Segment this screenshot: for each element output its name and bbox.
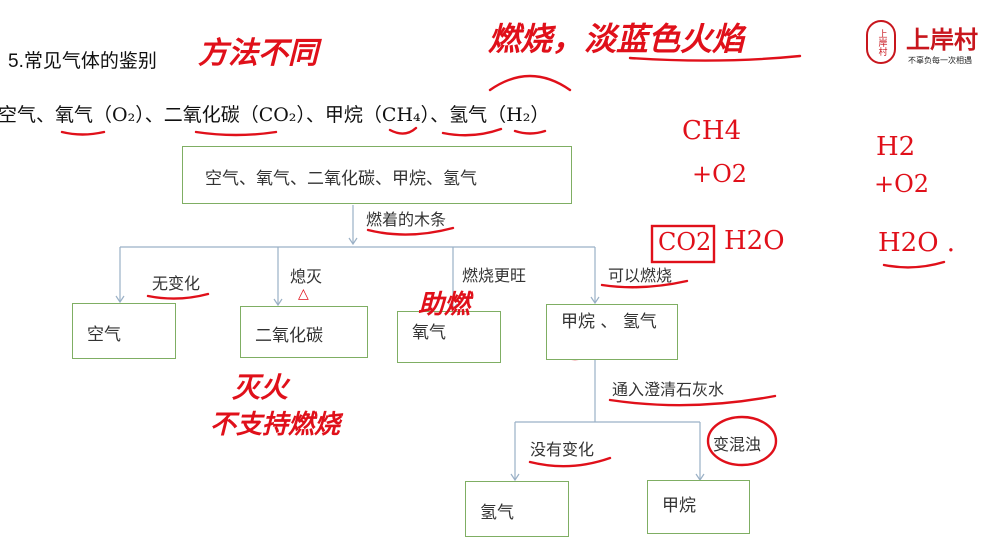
section-title: 5.常见气体的鉴别 <box>8 51 157 72</box>
logo-brand: 上岸村 <box>906 26 978 54</box>
result-label-ch4-h2: 甲烷 、 氢气 <box>561 312 657 332</box>
note-h2o: H2O <box>724 226 785 256</box>
logo-seal: 上岸村 <box>866 20 896 64</box>
branch-label-burn: 可以燃烧 <box>608 266 673 285</box>
result-box-ch4-h2: 甲烷 、 氢气 <box>546 304 678 360</box>
result-box-air: 空气 <box>72 303 176 359</box>
logo-seal-text: 上岸村 <box>876 28 887 56</box>
result-box-h2: 氢气 <box>465 481 569 537</box>
branch-label-co2: 熄灭 <box>290 267 323 286</box>
note-co2: CO2 <box>658 228 712 256</box>
result-label-h2: 氢气 <box>480 503 514 523</box>
note-no-combustion: 不支持燃烧 <box>210 410 341 440</box>
note-h2-product: H2O . <box>878 228 956 258</box>
note-support-combustion: 助燃 <box>418 290 471 320</box>
note-h2-plus-o2: +O2 <box>874 170 930 198</box>
result-label-o2: 氧气 <box>412 323 446 343</box>
logo-slogan: 不辜负每一次相遇 <box>908 56 972 65</box>
gases-list: 空气、氧气（O₂）、二氧化碳（CO₂）、甲烷（CH₄）、氢气（H₂） <box>0 104 550 126</box>
note-extinguish: 灭火 <box>232 371 289 404</box>
result-box-o2: 氧气 <box>397 311 501 363</box>
result-box-ch4: 甲烷 <box>647 480 750 534</box>
test1-label: 燃着的木条 <box>366 210 447 229</box>
branch-label-cloudy: 变混浊 <box>713 435 762 454</box>
note-ch4: CH4 <box>682 116 742 146</box>
root-label: 空气、氧气、二氧化碳、甲烷、氢气 <box>205 169 477 189</box>
note-ch4-plus-o2: +O2 <box>692 160 748 188</box>
result-label-co2: 二氧化碳 <box>255 326 323 346</box>
root-box: 空气、氧气、二氧化碳、甲烷、氢气 <box>182 146 572 204</box>
note-method: 方法不同 <box>198 36 318 71</box>
branch-label-nochange: 没有变化 <box>530 440 595 459</box>
result-label-air: 空气 <box>87 325 121 345</box>
branch-label-air: 无变化 <box>152 274 201 293</box>
result-box-co2: 二氧化碳 <box>240 306 368 358</box>
note-triangle-mark: △ <box>298 286 309 302</box>
note-flame: 燃烧，淡蓝色火焰 <box>488 20 745 58</box>
note-h2: H2 <box>876 132 916 162</box>
result-label-ch4: 甲烷 <box>662 496 696 516</box>
test2-label: 通入澄清石灰水 <box>612 380 725 399</box>
branch-label-o2: 燃烧更旺 <box>462 266 527 285</box>
